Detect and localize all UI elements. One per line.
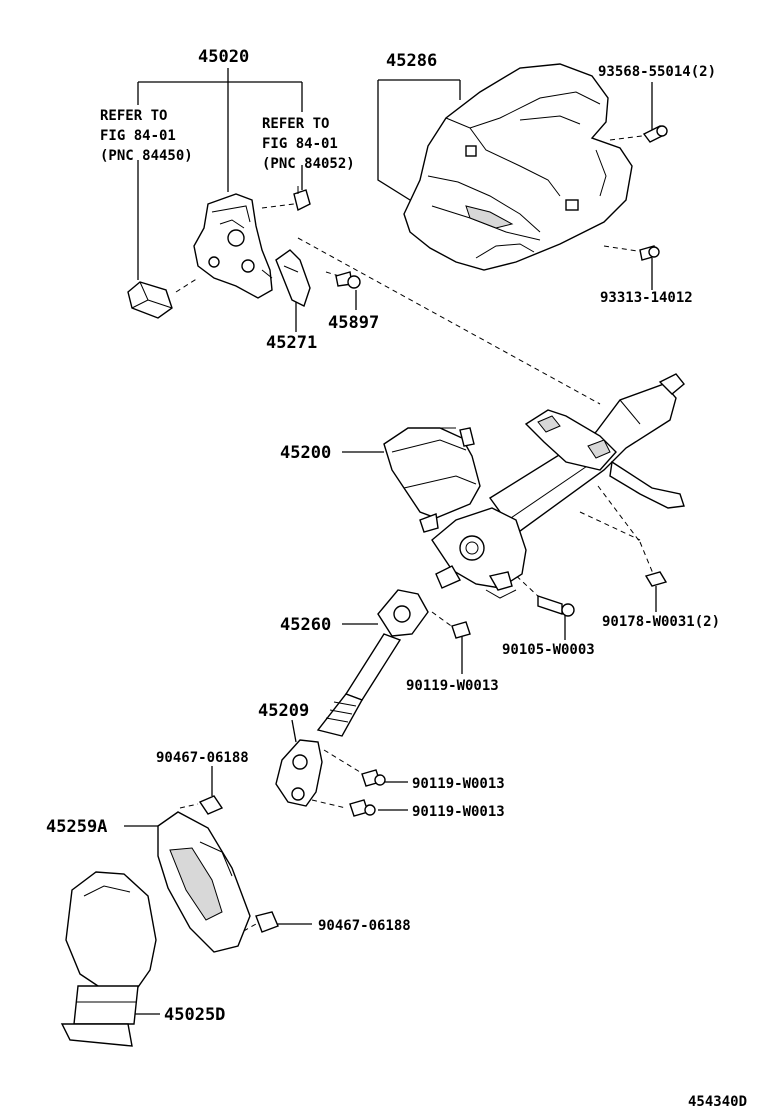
label-90119-a: 90119-W0013 <box>406 678 499 694</box>
bolt-90119-a <box>451 621 471 639</box>
label-90105: 90105-W0003 <box>502 642 595 658</box>
label-93568: 93568-55014(2) <box>598 64 716 80</box>
bolt-90119-b <box>361 769 386 787</box>
screw-45897 <box>335 271 361 289</box>
switch-84450 <box>127 281 173 319</box>
label-45020: 45020 <box>198 47 249 67</box>
lower-joint <box>275 739 323 807</box>
dashed-guides <box>175 135 655 941</box>
lock-assembly <box>193 193 273 299</box>
reference-right: REFER TO FIG 84-01 (PNC 84052) <box>262 116 355 172</box>
figure-code: 454340D <box>688 1094 747 1110</box>
label-45260: 45260 <box>280 615 331 635</box>
screw-93313 <box>639 245 660 261</box>
intermediate-shaft <box>316 589 429 737</box>
label-90178: 90178-W0031(2) <box>602 614 720 630</box>
hole-cover <box>157 811 251 953</box>
column-cover <box>403 63 633 271</box>
bracket-45271 <box>275 249 311 307</box>
label-45897: 45897 <box>328 313 379 333</box>
screw-93568 <box>642 125 668 143</box>
ref-left-line3: (PNC 84450) <box>100 148 193 164</box>
label-90467-a: 90467-06188 <box>156 750 249 766</box>
label-45286: 45286 <box>386 51 437 71</box>
label-90119-b: 90119-W0013 <box>412 776 505 792</box>
clip-90467-a <box>198 795 224 815</box>
boot <box>60 871 157 1047</box>
ref-right-line3: (PNC 84052) <box>262 156 355 172</box>
reference-left: REFER TO FIG 84-01 (PNC 84450) <box>100 108 193 164</box>
ref-right-line2: FIG 84-01 <box>262 136 338 152</box>
part-labels: 45020 45286 93568-55014(2) 93313-14012 4… <box>46 47 747 1110</box>
label-45259A: 45259A <box>46 817 107 837</box>
bolt-90105 <box>537 595 575 617</box>
clip-90467-b <box>255 911 279 933</box>
label-45025D: 45025D <box>164 1005 225 1025</box>
leader-lines <box>124 68 657 1015</box>
label-90119-c: 90119-W0013 <box>412 804 505 820</box>
label-90467-b: 90467-06188 <box>318 918 411 934</box>
label-45200: 45200 <box>280 443 331 463</box>
label-45209: 45209 <box>258 701 309 721</box>
label-93313: 93313-14012 <box>600 290 693 306</box>
nut-90178 <box>644 571 668 587</box>
label-45271: 45271 <box>266 333 317 353</box>
switch-84052 <box>293 186 311 212</box>
bolt-90119-c <box>349 799 376 817</box>
ref-left-line1: REFER TO <box>100 108 167 124</box>
steering-column <box>383 373 685 599</box>
ref-left-line2: FIG 84-01 <box>100 128 176 144</box>
ref-right-line1: REFER TO <box>262 116 329 132</box>
